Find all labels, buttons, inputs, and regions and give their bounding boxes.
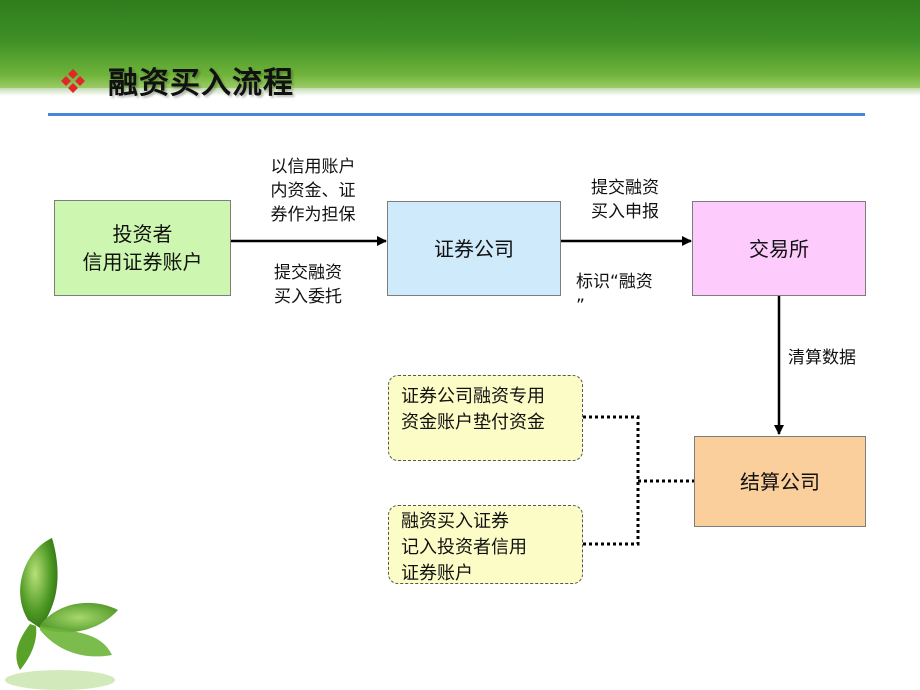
leaf-decoration-icon	[5, 538, 118, 690]
collateral-label: 以信用账户 内资金、证 券作为担保	[270, 157, 356, 225]
clearing-label: 结算公司	[740, 469, 820, 494]
mark-label: 标识“融资 ”	[576, 272, 653, 316]
broker-box: 证券公司	[387, 201, 561, 296]
diamond-bullet-icon	[61, 69, 85, 93]
broker-label: 证券公司	[434, 236, 514, 261]
header-banner-shadow	[0, 88, 920, 96]
page-title: 融资买入流程	[108, 66, 294, 101]
submit-label: 提交融资 买入申报	[591, 178, 659, 222]
clearing-box: 结算公司	[694, 436, 866, 527]
advance-funds-note: 证券公司融资专用 资金账户垫付资金	[388, 375, 583, 461]
record-securities-note: 融资买入证券 记入投资者信用 证券账户	[388, 505, 583, 584]
title-underline	[48, 113, 865, 116]
investor-label-line1: 投资者	[112, 222, 173, 246]
clearing-data-label: 清算数据	[788, 348, 856, 368]
dotted-bracket	[583, 415, 694, 546]
exchange-box: 交易所	[692, 201, 866, 296]
header-banner	[0, 0, 920, 88]
exchange-label: 交易所	[749, 236, 809, 261]
entrust-label: 提交融资 买入委托	[274, 263, 342, 307]
investor-label-line2: 信用证券账户	[82, 250, 203, 274]
investor-box: 投资者 信用证券账户	[54, 200, 231, 296]
